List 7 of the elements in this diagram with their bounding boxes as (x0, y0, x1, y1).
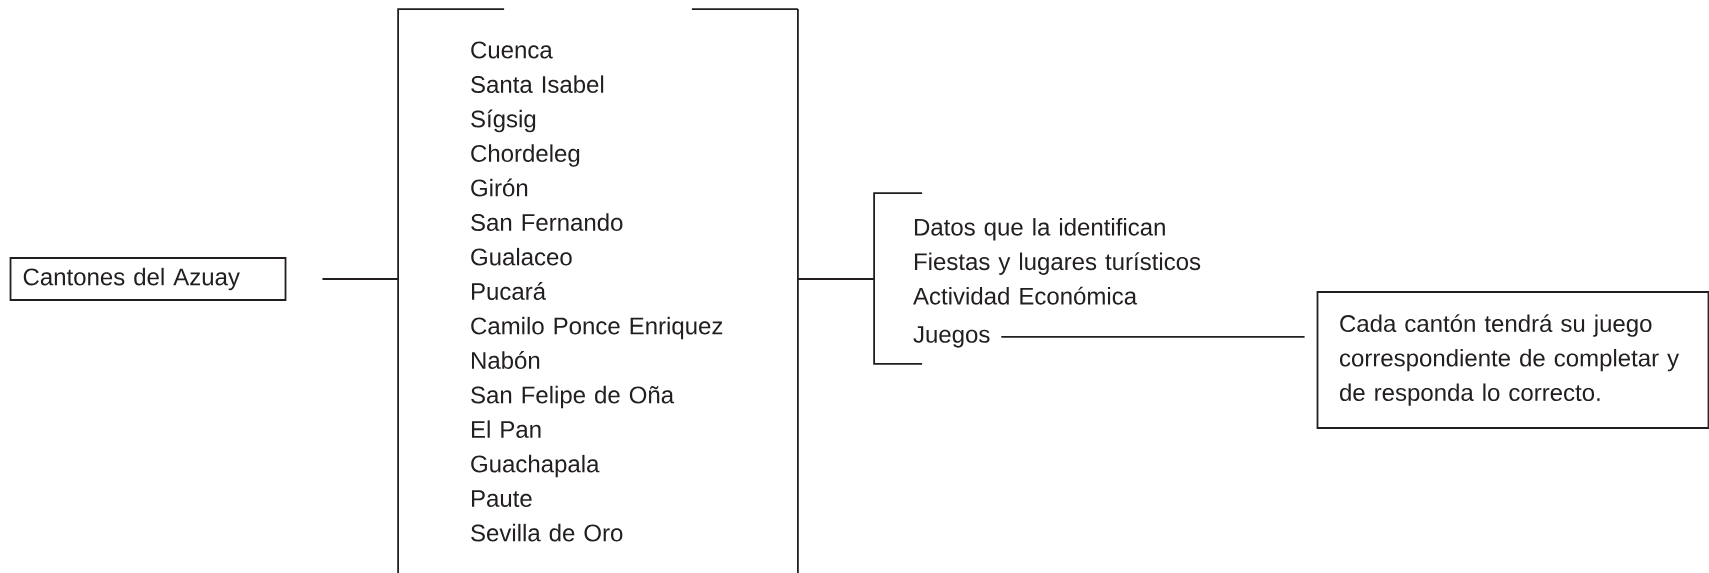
connector-line (321, 278, 399, 280)
bracket-list: Cuenca Santa Isabel Sígsig Chordeleg Girón San Fernando Gualaceo Pucará Camilo Ponce Enriquez Nabón San Felipe de Oña El Pan Guachapala Paute Sevilla de Oro (397, 8, 799, 573)
connector-line (1000, 336, 1306, 338)
list-item: Juegos (913, 326, 990, 348)
text-box: Cantones del Azuay (9, 257, 287, 301)
connector-line (797, 278, 875, 280)
text-box: Cada cantón tendrá su juego correspondiente de completar y de responda lo correcto. (1316, 291, 1709, 429)
